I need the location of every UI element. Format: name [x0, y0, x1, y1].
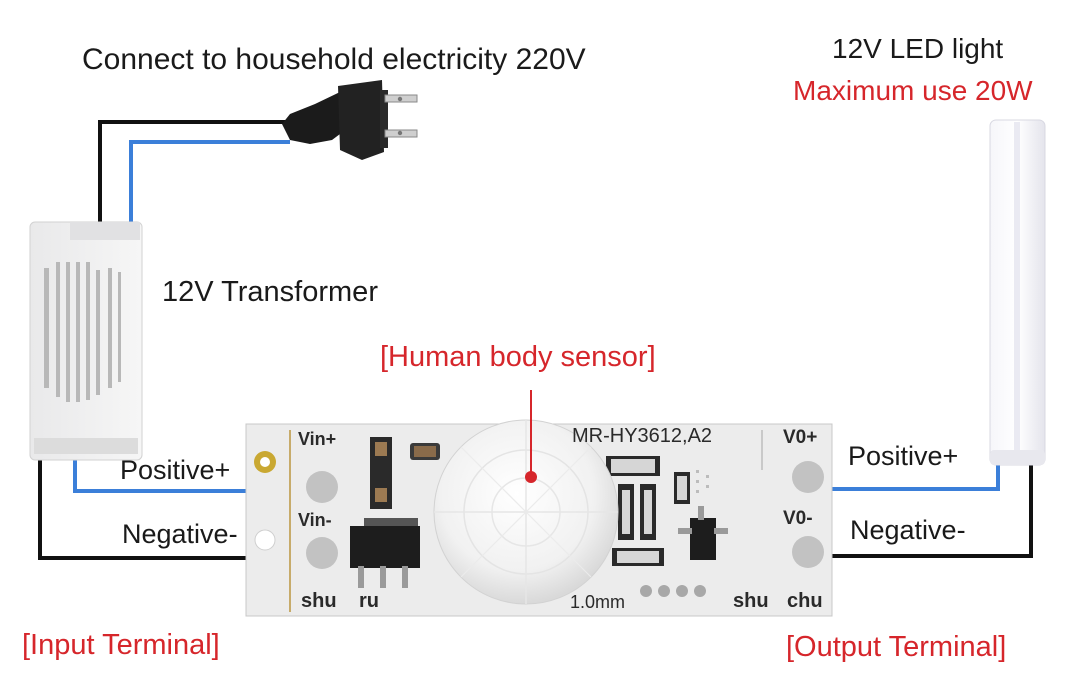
output-wire-black	[830, 460, 1033, 558]
input-positive-label: Positive+	[120, 455, 231, 485]
power-plug	[282, 80, 418, 160]
transformer-label: 12V Transformer	[162, 276, 378, 308]
pcb-vo-minus: V0-	[783, 508, 813, 529]
pcb-chu: chu	[787, 590, 823, 612]
pcb-board	[245, 419, 833, 617]
plug-wire-black	[98, 120, 290, 222]
sensor-label: [Human body sensor]	[380, 341, 656, 373]
led-light-label: 12V LED light	[832, 33, 1004, 64]
transformer-box	[29, 221, 143, 461]
output-negative-label: Negative-	[850, 515, 966, 545]
output-wire-blue	[830, 460, 1000, 491]
pcb-shu-right: shu	[733, 590, 769, 612]
max-use-label: Maximum use 20W	[793, 75, 1033, 106]
pcb-vin-minus: Vin-	[298, 510, 332, 530]
input-terminal-label: [Input Terminal]	[22, 629, 220, 661]
pcb-model: MR-HY3612,A2	[572, 425, 713, 447]
input-negative-label: Negative-	[122, 519, 238, 549]
household-electricity-label: Connect to household electricity 220V	[82, 43, 586, 76]
output-positive-label: Positive+	[848, 441, 959, 471]
pcb-shu-left: shu	[301, 590, 337, 612]
input-wire-black	[38, 452, 262, 560]
pcb-vin-plus: Vin+	[298, 429, 337, 449]
pcb-vo-plus: V0+	[783, 427, 818, 448]
pcb-ru: ru	[359, 590, 379, 612]
input-wire-blue	[73, 452, 262, 493]
sensor-pointer-dot	[525, 471, 537, 483]
led-light-bar	[989, 119, 1046, 466]
output-terminal-label: [Output Terminal]	[786, 631, 1007, 663]
plug-wire-blue	[129, 140, 290, 222]
pcb-thickness: 1.0mm	[570, 592, 626, 612]
